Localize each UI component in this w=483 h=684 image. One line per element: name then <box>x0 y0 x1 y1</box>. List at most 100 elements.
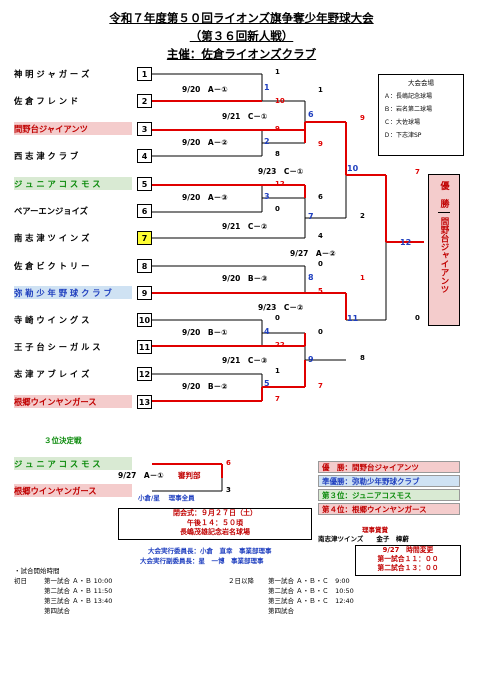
match-label: 9/20 A－③ <box>182 193 228 202</box>
tournament-title: 令和７年度第５０回ライオンズ旗争奪少年野球大会 <box>109 11 374 25</box>
schedule-item: 第四試合 <box>268 607 294 615</box>
result-row: 第４位：根郷ウインヤンガース <box>318 503 460 515</box>
champion-box: 優 勝 間野台ジャイアンツ <box>428 174 460 326</box>
score: 1 <box>275 68 280 76</box>
official-chair: 大会実行委員長：小倉 直幸 事業部理事 <box>148 547 272 555</box>
result-row: 第３位：ジュニアコスモス <box>318 489 460 501</box>
team-name: 根郷ウインヤンガース <box>14 484 132 497</box>
team-name: 間野台ジャイアンツ <box>14 122 132 135</box>
score: 6 <box>226 459 231 467</box>
match-label: 9/27 A－② <box>290 249 336 258</box>
score: 8 <box>275 150 280 158</box>
match-number: 8 <box>308 273 314 282</box>
schedule-item: 第一試合 Ａ・Ｂ・Ｃ 9:00 <box>268 577 350 585</box>
match-number: 1 <box>264 83 270 92</box>
score: 7 <box>318 382 323 390</box>
match-label: 9/23 C－① <box>258 167 304 176</box>
seed-box: 9 <box>137 286 152 300</box>
score: 0 <box>275 205 280 213</box>
seed-box: 7 <box>137 231 152 245</box>
seed-box: 6 <box>137 204 152 218</box>
team-name: 根郷ウインヤンガース <box>14 395 132 408</box>
seed-box: 8 <box>137 259 152 273</box>
match-number: 12 <box>400 238 412 247</box>
score: 0 <box>415 314 420 322</box>
schedule-item: 第三試合 Ａ・Ｂ 13:40 <box>44 597 113 605</box>
seed-box: 11 <box>137 340 152 354</box>
score: 5 <box>318 287 323 295</box>
match-number: 9 <box>308 355 314 364</box>
time-change-notice: 9/27 時間変更 第一試合１１：００ 第二試合１３：００ <box>355 545 461 576</box>
team-name: ベアーエンジョイズ <box>14 205 88 216</box>
seed-box: 5 <box>137 177 152 191</box>
team-name: 佐 倉 フ レ ン ド <box>14 95 79 106</box>
third-place-note: 小倉/星 理事全員 <box>138 494 195 502</box>
seed-box: 2 <box>137 94 152 108</box>
match-label: 9/23 C－② <box>258 303 304 312</box>
match-label: 9/21 C－③ <box>222 356 268 365</box>
venue-item: Ａ：長嶋記念球場 <box>384 93 433 100</box>
score: 1 <box>275 367 280 375</box>
venue-legend-title: 大会会場 <box>408 79 434 87</box>
score: 3 <box>226 486 231 494</box>
match-number: 2 <box>264 137 270 146</box>
team-name: 西 志 津 ク ラ ブ <box>14 150 79 161</box>
score: 22 <box>275 341 285 349</box>
team-name: ジ ュ ニ ア コ ス モ ス <box>14 177 132 190</box>
score: 7 <box>415 168 420 176</box>
schedule-item: 第二試合 Ａ・Ｂ 11:50 <box>44 587 113 595</box>
team-name: 王 子 台 シ ー ガ ル ス <box>14 341 101 352</box>
match-number: 10 <box>347 164 359 173</box>
tournament-organizer: 主催：佐倉ライオンズクラブ <box>166 47 317 61</box>
match-label: 9/20 B－① <box>182 328 228 337</box>
champion-label: 優 勝 <box>438 181 449 208</box>
match-number: 6 <box>308 110 314 119</box>
team-name: 志 津 ア ブ レ イ ズ <box>14 368 90 379</box>
match-label: 9/21 C－② <box>222 222 268 231</box>
schedule-item: 第四試合 <box>44 607 70 615</box>
score: 4 <box>318 232 323 240</box>
tournament-subtitle: （第３６回新人戦） <box>189 29 294 43</box>
venue-item: Ｃ：大佐球場 <box>384 119 421 126</box>
seed-box: 13 <box>137 395 152 409</box>
score: 0 <box>318 260 323 268</box>
match-number: 7 <box>308 212 314 221</box>
team-name: 弥 勒 少 年 野 球 ク ラ ブ <box>14 286 132 299</box>
champion-team: 間野台ジャイアンツ <box>438 212 450 294</box>
score: 10 <box>275 97 285 105</box>
match-label: 9/20 B－③ <box>222 274 268 283</box>
match-number: 5 <box>264 379 270 388</box>
score: 1 <box>360 274 365 282</box>
score: 9 <box>360 114 365 122</box>
venue-legend: 大会会場 Ａ：長嶋記念球場 Ｂ：岩名第二球場 Ｃ：大佐球場 Ｄ：下志津SP <box>378 74 464 156</box>
score: 12 <box>275 180 285 188</box>
match-number: 11 <box>347 314 359 323</box>
third-place-title: ３位決定戦 <box>44 436 82 445</box>
schedule-header: ・試合開始時間 <box>14 567 60 575</box>
schedule-day1: 初日 <box>14 577 27 585</box>
match-number: 3 <box>264 192 270 201</box>
closing-ceremony-box: 閉会式：９月２７日（土） 午後１４：５０頃 長嶋茂雄記念岩名球場 <box>118 508 312 540</box>
team-name: 寺 崎 ウ イ ン グ ス <box>14 314 90 325</box>
seed-box: 12 <box>137 367 152 381</box>
schedule-item: 第二試合 Ａ・Ｂ・Ｃ 10:50 <box>268 587 354 595</box>
score: 8 <box>360 354 365 362</box>
score: 0 <box>275 314 280 322</box>
result-row: 優 勝：間野台ジャイアンツ <box>318 461 460 473</box>
score: 6 <box>318 193 323 201</box>
award-winner: 南志津ツインズ 金子 樟蔚 <box>318 535 409 543</box>
match-label: 9/21 C－① <box>222 112 268 121</box>
match-label: 9/27 A－① <box>118 471 164 480</box>
venue-item: Ｂ：岩名第二球場 <box>384 106 433 113</box>
team-name: ジ ュ ニ ア コ ス モ ス <box>14 457 132 470</box>
score: 9 <box>275 125 280 133</box>
seed-box: 10 <box>137 313 152 327</box>
score: 9 <box>318 140 323 148</box>
match-label: 9/20 A－② <box>182 138 228 147</box>
score: 2 <box>360 212 365 220</box>
venue-item: Ｄ：下志津SP <box>384 132 422 139</box>
match-label: 9/20 B－② <box>182 382 228 391</box>
team-name: 南 志 津 ツ イ ン ズ <box>14 232 90 243</box>
award-title: 理事賞賞 <box>362 526 388 534</box>
